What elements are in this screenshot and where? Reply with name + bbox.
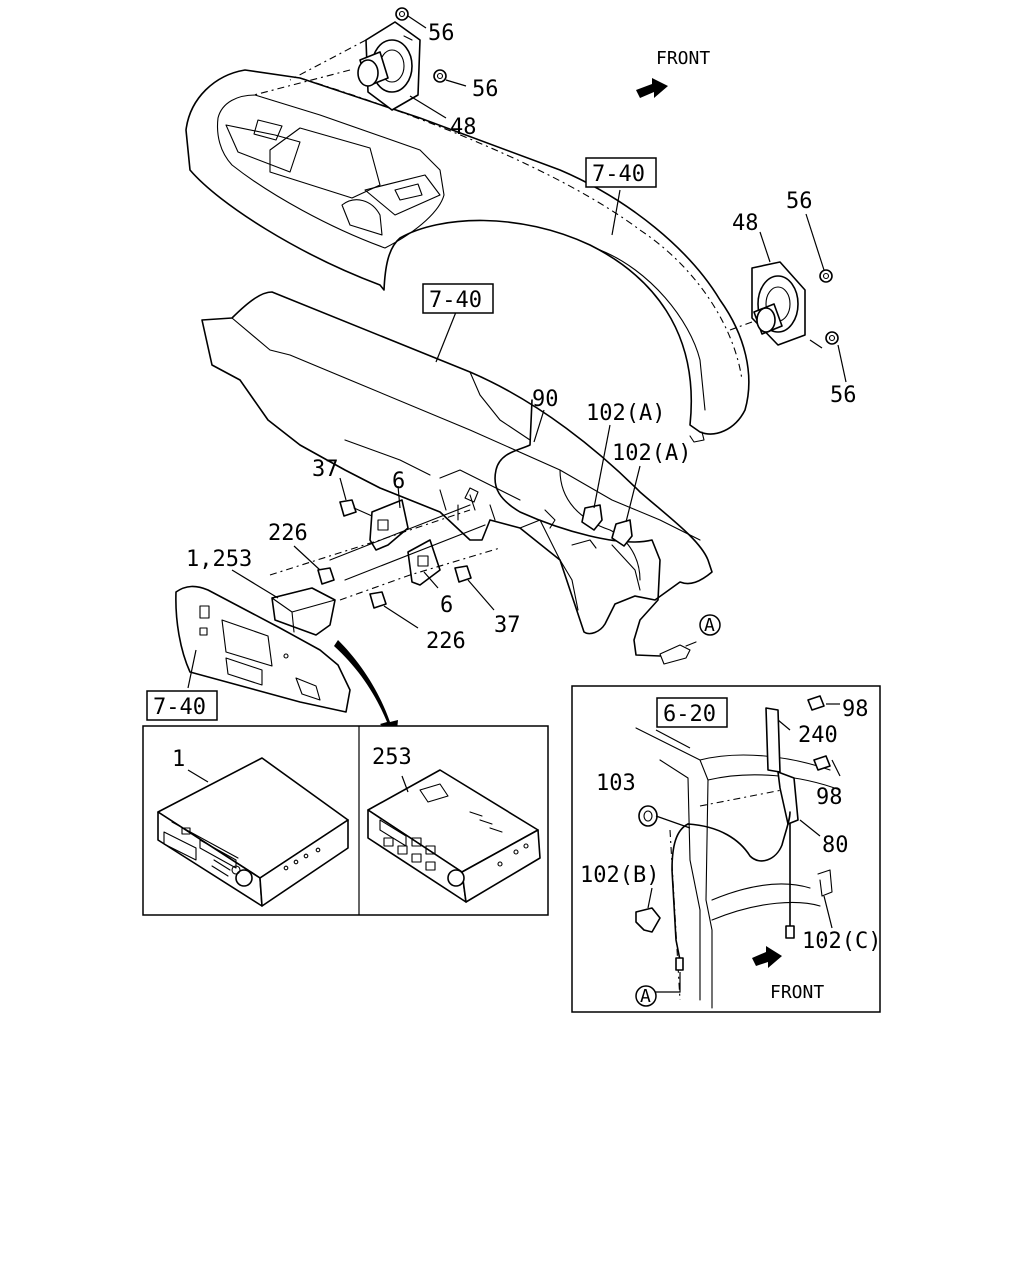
ref-box-7-40-a [585, 157, 657, 188]
label-48-a: 48 [450, 115, 477, 140]
label-1: 1 [172, 747, 185, 772]
dashboard-left-trim-panel [175, 585, 351, 713]
ref-box-7-40-c [146, 690, 218, 721]
front-arrow-icon [636, 78, 668, 98]
label-callout-a-detail: A [640, 986, 651, 1007]
label-98-a: 98 [842, 697, 869, 722]
label-240: 240 [798, 723, 838, 748]
radio-detail-box: 1 253 [142, 725, 549, 916]
bolt-37-a [339, 499, 373, 517]
dashboard-upper-panel [185, 69, 750, 443]
clip-102b [635, 907, 661, 933]
radio-unit-253 [367, 769, 541, 903]
label-ref-7-40-b: 7-40 [429, 288, 482, 313]
label-ref-7-40-c: 7-40 [153, 695, 206, 720]
front-arrow-detail-icon [752, 946, 782, 968]
label-callout-a-main: A [704, 615, 715, 636]
label-front-top: FRONT [656, 48, 710, 69]
clip-102a-2 [611, 519, 633, 547]
ref-box-6-20 [656, 697, 728, 728]
speaker-left [357, 21, 421, 111]
label-90: 90 [532, 387, 559, 412]
clip-102a-1 [581, 504, 603, 531]
label-56-b: 56 [472, 77, 499, 102]
label-98-b: 98 [816, 785, 843, 810]
label-56-c: 56 [786, 189, 813, 214]
callout-circle-a-detail [635, 985, 657, 1007]
radio-unit-main [271, 587, 336, 636]
part-labels-main: 56 56 48 7-40 7-40 48 56 56 90 102(A) 10… [146, 21, 857, 721]
nut-56-b [433, 69, 447, 83]
label-103: 103 [596, 771, 636, 796]
label-6-b: 6 [440, 593, 453, 618]
nut-56-a [395, 7, 409, 21]
label-226-a: 226 [268, 521, 308, 546]
clip-102c [817, 869, 833, 897]
antenna-cable [494, 399, 697, 665]
label-80: 80 [822, 833, 849, 858]
label-48-b: 48 [732, 211, 759, 236]
label-253: 253 [372, 745, 412, 770]
label-ref-6-20: 6-20 [663, 702, 716, 727]
radio-mounting-brackets [269, 499, 501, 601]
bolt-98-b [813, 755, 831, 771]
bolt-98-a [807, 695, 825, 711]
label-56-d: 56 [830, 383, 857, 408]
front-arrow-top: FRONT [636, 48, 710, 98]
nut-56-c [819, 269, 833, 283]
nut-56-d [825, 331, 839, 345]
label-102a-2: 102(A) [612, 441, 691, 466]
label-front-detail: FRONT [770, 982, 824, 1003]
label-102b: 102(B) [580, 863, 659, 888]
callout-circle-a-main [699, 614, 721, 636]
bolt-226-b [369, 591, 387, 609]
speaker-right [751, 261, 806, 346]
label-37-a: 37 [312, 457, 339, 482]
label-226-b: 226 [426, 629, 466, 654]
label-56-a: 56 [428, 21, 455, 46]
bolt-226-a [317, 567, 335, 585]
dashboard-lower-frame [201, 291, 713, 635]
label-ref-7-40-a: 7-40 [592, 162, 645, 187]
bolt-37-b [454, 565, 472, 583]
label-6-a: 6 [392, 469, 405, 494]
grommet-103 [638, 805, 658, 827]
radio-unit-1 [157, 757, 349, 907]
label-1-253: 1,253 [186, 547, 252, 572]
ref-box-7-40-b [422, 283, 494, 314]
label-102c: 102(C) [802, 929, 881, 954]
label-102a-1: 102(A) [586, 401, 665, 426]
antenna-detail-box: FRONT 6-20 98 240 98 103 80 102(B) 102(C… [571, 685, 881, 1013]
leader-lines-main [187, 15, 847, 689]
label-37-b: 37 [494, 613, 521, 638]
